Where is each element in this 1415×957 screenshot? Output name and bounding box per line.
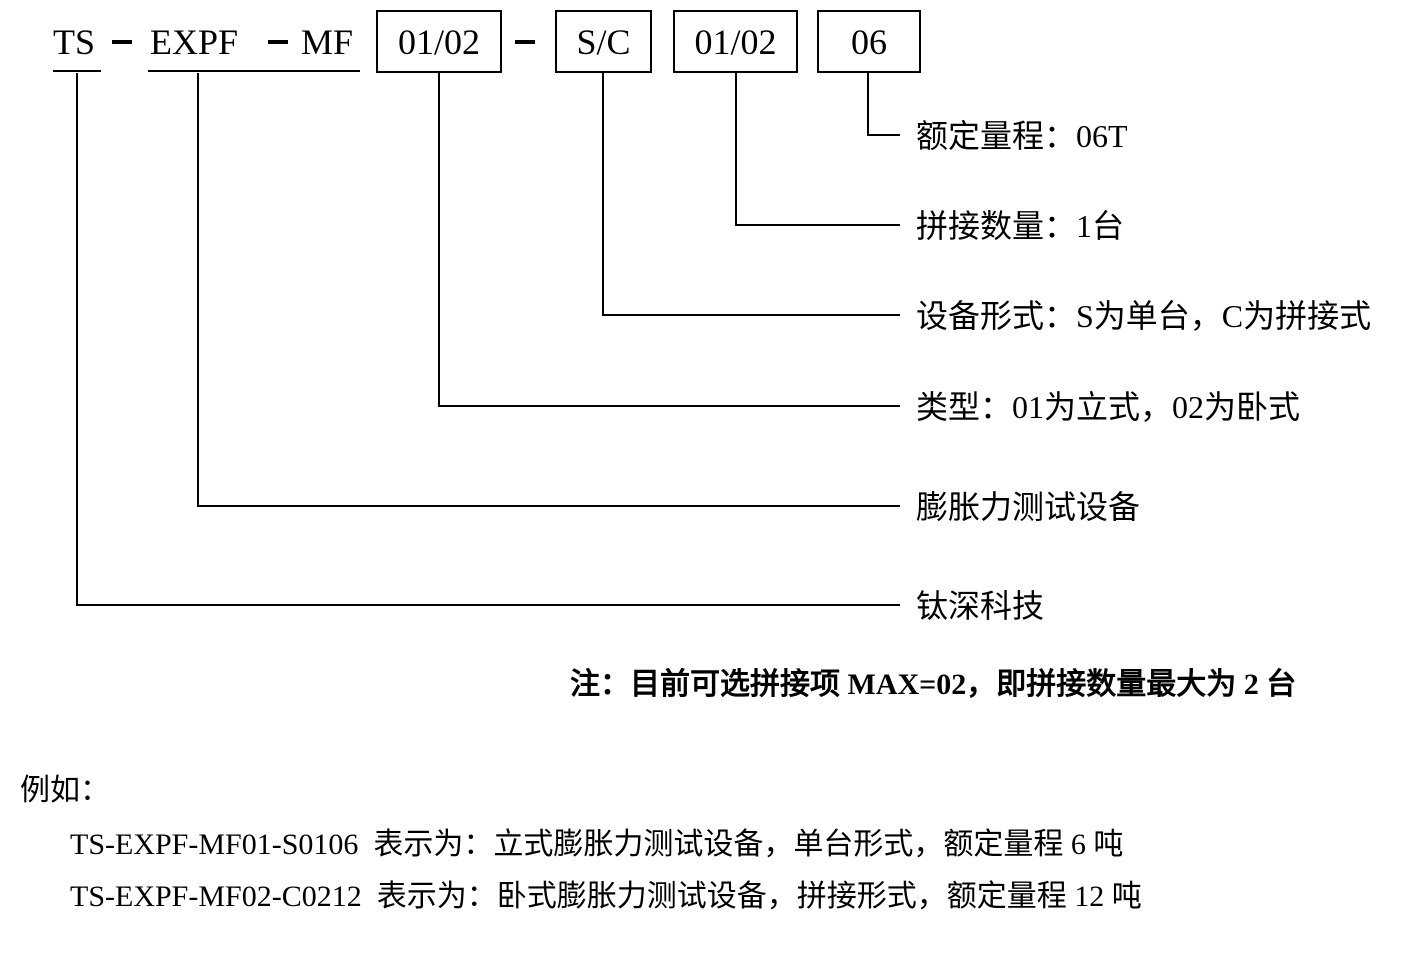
- label-form: 设备形式：S为单台，C为拼接式: [916, 298, 1372, 334]
- code-dash-3: [515, 40, 535, 44]
- example-desc: 表示为：卧式膨胀力测试设备，拼接形式，额定量程 12 吨: [376, 880, 1142, 913]
- example-item: TS-EXPF-MF02-C0212 表示为：卧式膨胀力测试设备，拼接形式，额定…: [70, 882, 1142, 912]
- code-dash-1: [112, 40, 132, 44]
- leader-type: [438, 73, 900, 407]
- leader-equipment: [197, 73, 900, 507]
- code-range-box: 06: [817, 10, 921, 73]
- code-prefix-underline: [53, 70, 101, 72]
- example-code: TS-EXPF-MF02-C0212: [70, 880, 362, 913]
- code-prefix: TS: [53, 22, 96, 62]
- label-type: 类型：01为立式，02为卧式: [916, 389, 1301, 425]
- examples-heading: 例如：: [20, 774, 110, 807]
- code-type-box: 01/02: [376, 10, 502, 73]
- label-range: 额定量程：06T: [916, 118, 1128, 154]
- note-text: 注：目前可选拼接项 MAX=02，即拼接数量最大为 2 台: [570, 668, 1297, 701]
- example-item: TS-EXPF-MF01-S0106 表示为：立式膨胀力测试设备，单台形式，额定…: [70, 830, 1123, 860]
- example-code: TS-EXPF-MF01-S0106: [70, 828, 359, 861]
- leader-company: [76, 73, 900, 606]
- code-count-box: 01/02: [673, 10, 798, 73]
- code-form-box: S/C: [555, 10, 652, 73]
- code-series: EXPF: [150, 22, 239, 62]
- code-series-underline: [148, 70, 360, 72]
- code-dash-2: [268, 40, 288, 44]
- label-company: 钛深科技: [916, 588, 1045, 624]
- code-model: MF: [301, 22, 354, 62]
- label-count: 拼接数量：1台: [916, 208, 1125, 244]
- example-desc: 表示为：立式膨胀力测试设备，单台形式，额定量程 6 吨: [373, 828, 1124, 861]
- leader-form: [602, 73, 900, 316]
- leader-range: [867, 73, 900, 136]
- leader-count: [735, 73, 900, 226]
- label-equipment: 膨胀力测试设备: [916, 489, 1141, 525]
